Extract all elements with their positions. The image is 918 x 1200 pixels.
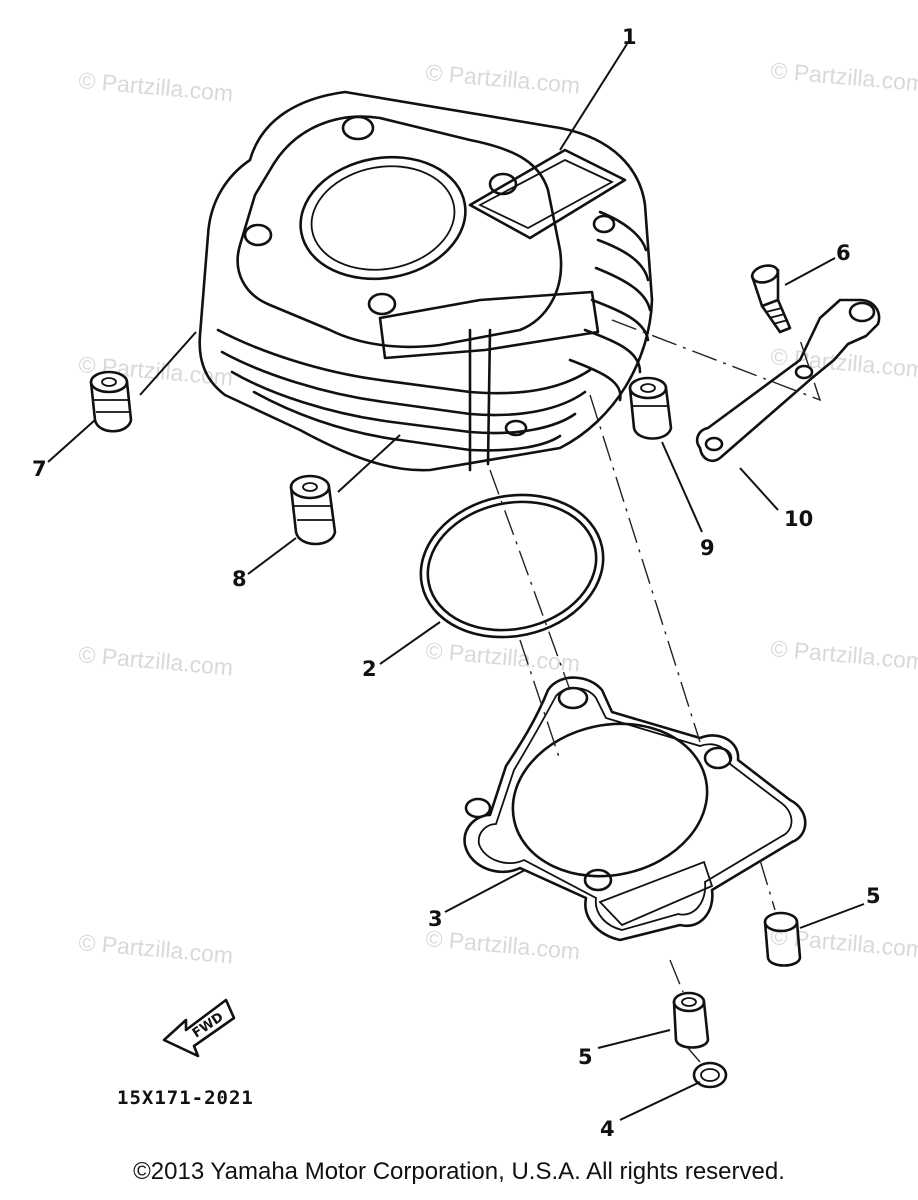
- watermark: © Partzilla.com: [78, 641, 235, 680]
- o-ring: [419, 493, 605, 639]
- callout-10: 10: [784, 507, 813, 531]
- bolt: [750, 264, 792, 334]
- copyright-notice: ©2013 Yamaha Motor Corporation, U.S.A. A…: [133, 1158, 785, 1185]
- watermark: © Partzilla.com: [78, 351, 235, 390]
- plug: [628, 376, 673, 440]
- alignment-lines: [489, 319, 822, 1063]
- watermark: © Partzilla.com: [425, 637, 582, 676]
- callout-7: 7: [32, 457, 47, 481]
- dowel-pin: [763, 911, 802, 967]
- callout-6: 6: [836, 241, 851, 265]
- callout-3: 3: [428, 907, 443, 931]
- dowel-pin: [672, 991, 710, 1049]
- plug: [289, 474, 337, 546]
- watermark: © Partzilla.com: [425, 59, 582, 98]
- callout-5a: 5: [866, 884, 881, 908]
- callout-1: 1: [622, 25, 637, 49]
- leader-lines: [47, 43, 865, 1121]
- watermark: © Partzilla.com: [770, 57, 918, 96]
- callout-9: 9: [700, 536, 715, 560]
- bracket: [695, 298, 881, 462]
- watermark: © Partzilla.com: [78, 67, 235, 106]
- callout-labels: 1 2 3 4 5 5 6 7 8 9 10: [32, 25, 881, 1141]
- callout-5b: 5: [578, 1045, 593, 1069]
- callout-8: 8: [232, 567, 247, 591]
- callout-2: 2: [362, 657, 377, 681]
- watermark: © Partzilla.com: [770, 635, 918, 674]
- drawing-code: 15X171-2021: [117, 1087, 254, 1109]
- small-o-ring: [692, 1061, 728, 1089]
- cylinder-gasket: [463, 676, 807, 942]
- fwd-arrow-icon: FWD: [162, 998, 236, 1058]
- watermark: © Partzilla.com: [425, 925, 582, 964]
- callout-4: 4: [600, 1117, 615, 1141]
- watermark: © Partzilla.com: [78, 929, 235, 968]
- cylinder-block: [198, 90, 654, 472]
